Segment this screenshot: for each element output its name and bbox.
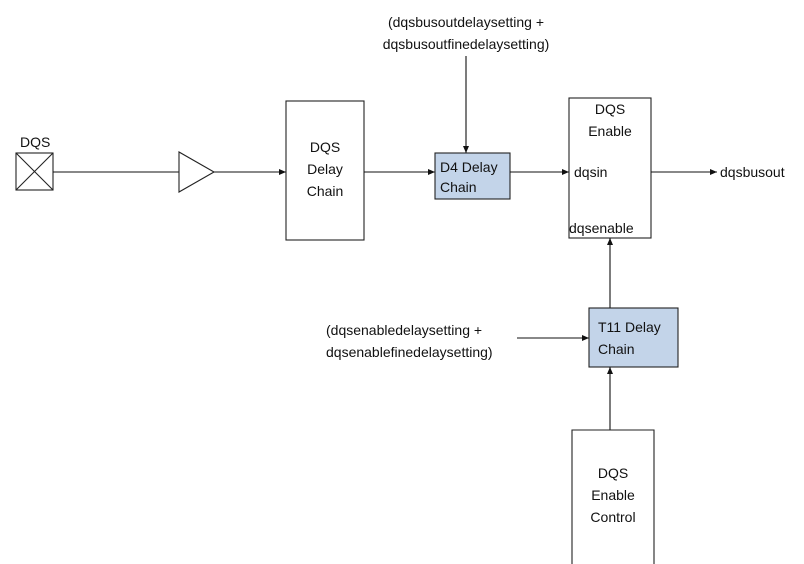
t11-setting-label-line-2: dqsenablefinedelaysetting): [326, 344, 493, 360]
dqs-enable-label-line-2: Enable: [588, 123, 632, 139]
d4-setting-label-line-1: (dqsbusoutdelaysetting +: [388, 14, 544, 30]
d4-delay-chain-label-line-2: Chain: [440, 179, 477, 195]
dqs-delay-chain-label-line-3: Chain: [307, 183, 344, 199]
dqsin-port-label: dqsin: [574, 164, 607, 180]
t11-delay-chain-label-line-1: T11 Delay: [598, 319, 661, 335]
t11-setting-label-line-1: (dqsenabledelaysetting +: [326, 322, 482, 338]
t11-delay-chain-label-line-2: Chain: [598, 341, 635, 357]
dqsenable-port-label: dqsenable: [569, 220, 634, 236]
d4-delay-chain-label-line-1: D4 Delay: [440, 159, 498, 175]
dqs-pin-label: DQS: [20, 134, 50, 150]
dqs-delay-chain-label-line-1: DQS: [310, 139, 340, 155]
dqs-enable-label-line-1: DQS: [595, 101, 625, 117]
dqs-enable-control-label-line-3: Control: [590, 509, 635, 525]
dqs-delay-chain-block: DQS Delay Chain: [285, 100, 365, 241]
d4-delay-chain-block: D4 Delay Chain: [434, 152, 511, 200]
input-buffer-icon: [178, 151, 216, 193]
dqs-pin-icon: [15, 152, 54, 191]
dqsbusout-label: dqsbusout: [720, 164, 785, 180]
dqs-enable-block: DQS Enable dqsin dqsenable: [568, 97, 652, 239]
dqs-enable-control-label-line-1: DQS: [598, 465, 628, 481]
dqs-enable-control-block: DQS Enable Control: [571, 429, 655, 564]
d4-setting-label-line-2: dqsbusoutfinedelaysetting): [383, 36, 550, 52]
dqs-enable-control-label-line-2: Enable: [591, 487, 635, 503]
dqs-delay-chain-label-line-2: Delay: [307, 161, 343, 177]
t11-delay-chain-block: T11 Delay Chain: [588, 307, 679, 368]
